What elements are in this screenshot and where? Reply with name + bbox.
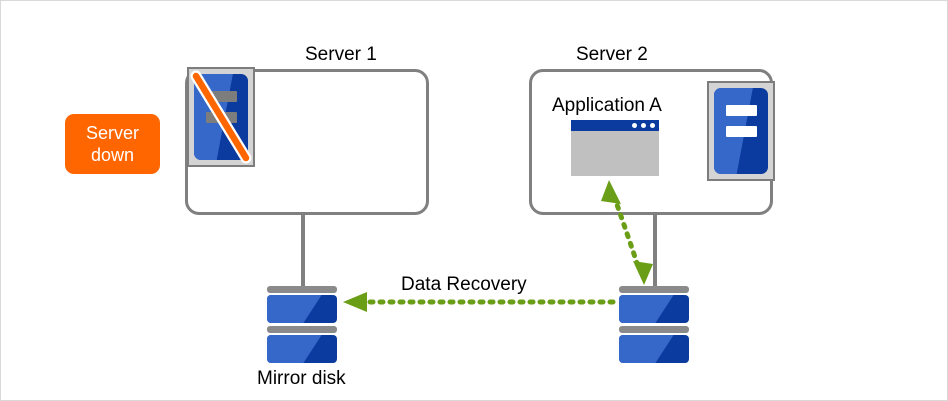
disk-unit (267, 286, 337, 323)
server-down-badge-line2: down (90, 145, 135, 165)
window-dot-icon (650, 123, 655, 128)
disk-cap (267, 326, 337, 333)
window-dot-icon (632, 123, 637, 128)
data-recovery-arrow-icon (343, 292, 616, 312)
disk-unit (619, 326, 689, 363)
server2-rack-icon (707, 81, 775, 181)
server1-title: Server 1 (305, 44, 377, 65)
server-bar-icon (725, 105, 758, 117)
disk-unit (619, 286, 689, 323)
server1-rack-icon (187, 67, 255, 167)
disk-cap (619, 286, 689, 293)
mirror-disk-icon (267, 286, 337, 363)
disk-body (267, 295, 337, 323)
window-body (571, 131, 659, 176)
server-bar-icon (205, 111, 238, 123)
server2-disk-icon (619, 286, 689, 363)
disk-cap (619, 326, 689, 333)
server-bar-icon (205, 91, 238, 103)
disk-body (619, 295, 689, 323)
data-recovery-label: Data Recovery (401, 274, 527, 295)
disk-unit (267, 326, 337, 363)
server-unit-icon (194, 74, 248, 160)
disk-body (267, 335, 337, 363)
server2-disk-connector (653, 215, 657, 289)
application-a-label: Application A (552, 95, 662, 116)
disk-cap (267, 286, 337, 293)
window-titlebar (571, 120, 659, 131)
mirror-disk-label: Mirror disk (257, 368, 346, 389)
server2-title: Server 2 (576, 44, 648, 65)
server-unit-icon (714, 88, 768, 174)
server-down-badge: Server down (65, 114, 160, 174)
window-dot-icon (641, 123, 646, 128)
server-down-badge-line1: Server (85, 123, 139, 143)
server-bar-icon (725, 125, 758, 137)
application-window-icon (571, 120, 659, 176)
server1-disk-connector (301, 215, 305, 289)
disk-body (619, 335, 689, 363)
